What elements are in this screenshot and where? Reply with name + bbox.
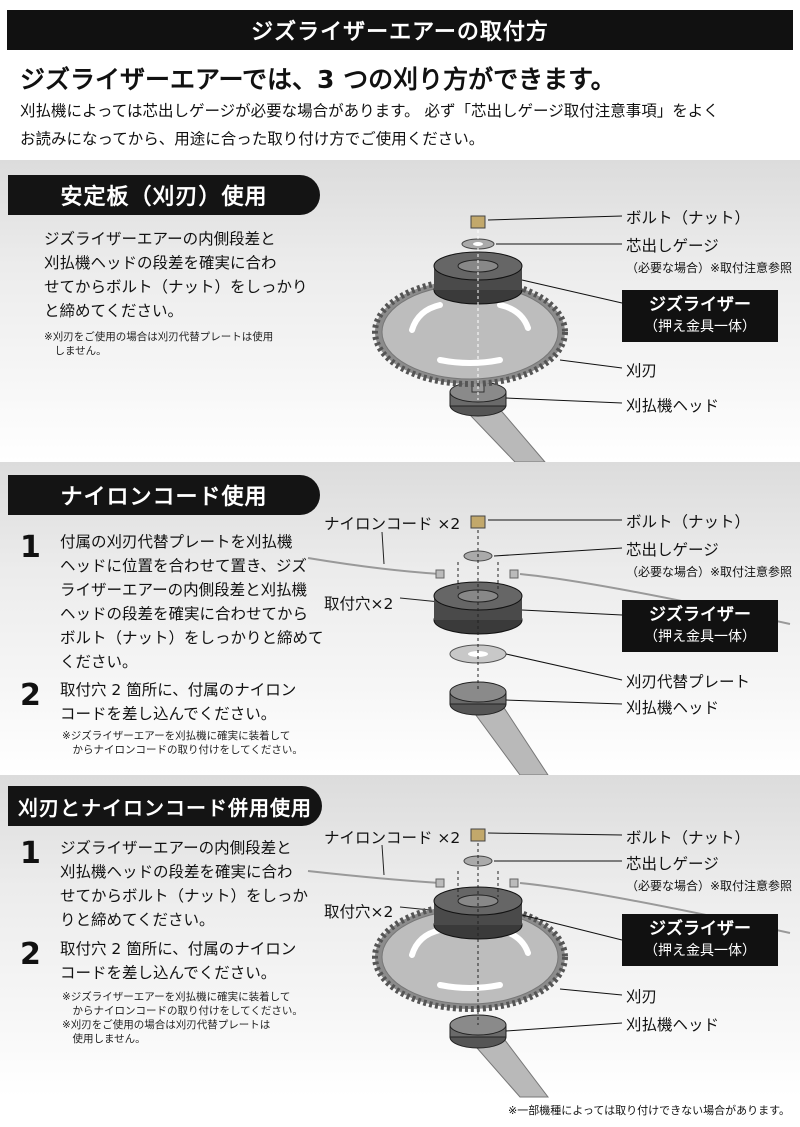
nylon-cord-illustration	[307, 557, 441, 575]
page-title-bar: ジズライザーエアーの取付方	[7, 10, 793, 50]
label-mount-hole: 取付穴×2	[324, 903, 394, 921]
assembly-diagram-nylon	[307, 515, 791, 776]
step-number: 1	[20, 530, 41, 565]
label-gauge-note: （必要な場合）※取付注意参照	[626, 565, 793, 579]
step-text: 取付穴 2 箇所に、付属のナイロン コードを差し込んでください。	[60, 678, 296, 726]
step-number: 1	[20, 836, 41, 871]
callout-title: ジズライザー	[649, 295, 751, 315]
text-line: ヘッドに位置を合わせて置き、ジズ	[60, 557, 307, 575]
step-number: 2	[20, 678, 41, 713]
text-line: ボルト（ナット）をしっかりと締めて	[60, 629, 324, 647]
section-note: ※刈刃をご使用の場合は刈刃代替プレートは使用 しません。	[44, 330, 273, 358]
text-line: ジズライザーエアーの内側段差と	[44, 230, 276, 248]
text-line: コードを差し込んでください。	[60, 705, 277, 723]
label-gauge: 芯出しゲージ	[626, 855, 719, 873]
text-line: 刈払機ヘッドの段差を確実に合わ	[60, 863, 293, 881]
jizuraizer-callout: ジズライザー （押え金具一体）	[622, 914, 778, 966]
callout-subtitle: （押え金具一体）	[644, 319, 756, 335]
label-bolt: ボルト（ナット）	[626, 513, 751, 531]
note-line: 使用しません。	[62, 1033, 146, 1045]
bolt-illustration	[470, 515, 486, 529]
nylon-cord-illustration	[307, 870, 441, 884]
label-gauge: 芯出しゲージ	[626, 237, 719, 255]
section-note: ※ジズライザーエアーを刈払機に確実に装着して からナイロンコードの取り付けをして…	[62, 990, 303, 1046]
label-gauge-note: （必要な場合）※取付注意参照	[626, 261, 793, 275]
label-nylon-cord: ナイロンコード ×2	[324, 515, 461, 533]
bolt-illustration	[470, 215, 486, 229]
text-line: ジズライザーエアーの内側段差と	[60, 839, 292, 857]
text-line: せてからボルト（ナット）をしっかり	[44, 278, 308, 296]
text-line: ヘッドの段差を確実に合わせてから	[60, 605, 309, 623]
jizuraizer-callout: ジズライザー （押え金具一体）	[622, 600, 778, 652]
callout-subtitle: （押え金具一体）	[644, 943, 756, 959]
label-bolt: ボルト（ナット）	[626, 829, 751, 847]
label-head: 刈払機ヘッド	[626, 1016, 720, 1034]
note-line: ※刈刃をご使用の場合は刈刃代替プレートは使用	[44, 331, 274, 343]
step-number: 2	[20, 937, 41, 972]
section-title: 刈刃とナイロンコード併用使用	[8, 786, 322, 826]
jizuraizer-callout: ジズライザー （押え金具一体）	[622, 290, 778, 342]
text-line: 刈払機ヘッドの段差を確実に合わ	[44, 254, 277, 272]
text-line: せてからボルト（ナット）をしっか	[60, 887, 309, 905]
text-line: 取付穴 2 箇所に、付属のナイロン	[60, 940, 297, 958]
callout-title: ジズライザー	[649, 919, 751, 939]
intro-line: お読みになってから、用途に合った取り付け方でご使用ください。	[20, 130, 485, 148]
text-line: ください。	[60, 653, 138, 671]
section-title: ナイロンコード使用	[8, 475, 320, 515]
section-note: ※ジズライザーエアーを刈払機に確実に装着して からナイロンコードの取り付けをして…	[62, 729, 303, 757]
label-mount-hole: 取付穴×2	[324, 595, 394, 613]
label-plate: 刈刃代替プレート	[626, 673, 751, 691]
headline: ジズライザーエアーでは、3 つの刈り方ができます。	[20, 65, 616, 94]
label-blade: 刈刃	[626, 988, 658, 1006]
intro-line: 刈払機によっては芯出しゲージが必要な場合があります。 必ず「芯出しゲージ取付注意…	[20, 102, 719, 120]
page-title: ジズライザーエアーの取付方	[251, 20, 549, 45]
label-blade: 刈刃	[626, 362, 658, 380]
note-line: しません。	[44, 345, 107, 357]
label-head: 刈払機ヘッド	[626, 397, 720, 415]
bolt-illustration	[470, 828, 486, 842]
step-text: 取付穴 2 箇所に、付属のナイロン コードを差し込んでください。	[60, 937, 296, 985]
text-line: ライザーエアーの内側段差と刈払機	[60, 581, 308, 599]
note-line: からナイロンコードの取り付けをしてください。	[62, 1005, 303, 1017]
callout-subtitle: （押え金具一体）	[644, 629, 756, 645]
text-line: 取付穴 2 箇所に、付属のナイロン	[60, 681, 297, 699]
note-line: ※ジズライザーエアーを刈払機に確実に装着して	[62, 730, 291, 742]
note-line: からナイロンコードの取り付けをしてください。	[62, 744, 303, 756]
footer-note: ※一部機種によっては取り付けできない場合があります。	[507, 1104, 790, 1117]
section-title: 安定板（刈刃）使用	[8, 175, 320, 215]
label-gauge-note: （必要な場合）※取付注意参照	[626, 879, 793, 893]
step-text: ジズライザーエアーの内側段差と 刈払機ヘッドの段差を確実に合わ せてからボルト（…	[60, 836, 308, 932]
label-gauge: 芯出しゲージ	[626, 541, 719, 559]
text-line: コードを差し込んでください。	[60, 964, 277, 982]
step-text: 付属の刈刃代替プレートを刈払機 ヘッドに位置を合わせて置き、ジズ ライザーエアー…	[60, 530, 324, 674]
label-nylon-cord: ナイロンコード ×2	[324, 829, 461, 847]
section-text: ジズライザーエアーの内側段差と 刈払機ヘッドの段差を確実に合わ せてからボルト（…	[44, 227, 308, 323]
text-line: と締めてください。	[44, 302, 184, 320]
assembly-diagram-blade	[372, 215, 623, 463]
label-head: 刈払機ヘッド	[626, 699, 720, 717]
intro-text: 刈払機によっては芯出しゲージが必要な場合があります。 必ず「芯出しゲージ取付注意…	[20, 97, 790, 153]
text-line: りと締めてください。	[60, 911, 215, 929]
assembly-diagram-combined	[307, 828, 791, 1098]
note-line: ※ジズライザーエアーを刈払機に確実に装着して	[62, 991, 291, 1003]
note-line: ※刈刃をご使用の場合は刈刃代替プレートは	[62, 1019, 271, 1031]
callout-title: ジズライザー	[649, 605, 751, 625]
label-bolt: ボルト（ナット）	[626, 209, 751, 227]
text-line: 付属の刈刃代替プレートを刈払機	[60, 533, 293, 551]
